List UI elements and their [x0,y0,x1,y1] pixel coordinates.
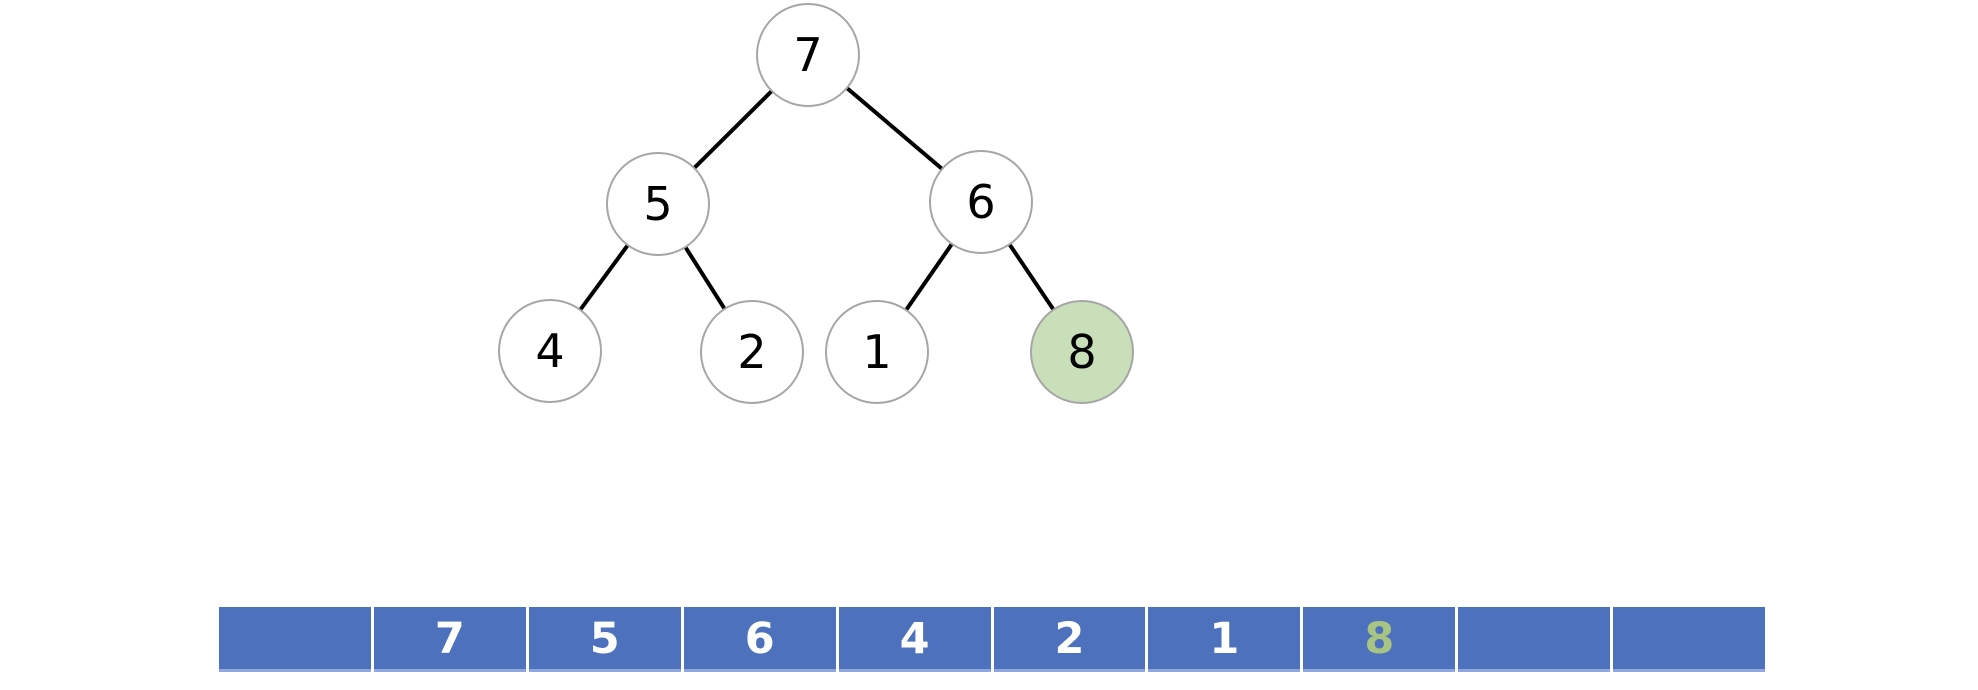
tree-node-circle [929,150,1033,254]
array-cell-4: 4 [838,607,991,672]
tree-node-circle-highlighted [1030,300,1134,404]
tree-node-circle [700,300,804,404]
array-cell-7: 7 [373,607,526,672]
tree-node-2: 2 [700,300,804,404]
tree-node-label: 1 [862,325,891,379]
tree-node-circle [606,152,710,256]
tree-node-label: 2 [737,325,766,379]
tree-node-5: 5 [606,152,710,256]
array-row: 7 5 6 4 2 1 8 [219,607,1766,672]
tree-node-label: 4 [535,324,564,378]
tree-node-label: 5 [643,177,672,231]
array-cell-1: 1 [1148,607,1301,672]
array-cell-8: 8 [1303,607,1456,672]
array-cell-value: 2 [1054,614,1085,664]
array-cell-2: 2 [993,607,1146,672]
tree-node-circle [498,299,602,403]
array-cell-empty [1613,607,1766,672]
tree-node-1: 1 [825,300,929,404]
array-cell-value: 7 [434,614,465,664]
array-cell-value: 5 [589,614,620,664]
array-cell-value: 8 [1364,614,1395,664]
array-cell-value: 6 [744,614,775,664]
tree-node-circle [825,300,929,404]
array-cell-value: 4 [899,614,930,664]
tree-node-label: 7 [793,28,822,82]
tree-node-circle [756,3,860,107]
tree-node-label: 8 [1067,325,1096,379]
array-cell-5: 5 [528,607,681,672]
tree-node-7: 7 [756,3,860,107]
tree-node-8: 8 [1030,300,1134,404]
tree-node-label: 6 [966,175,995,229]
tree-node-6: 6 [929,150,1033,254]
array-cell-6: 6 [683,607,836,672]
tree-node-4: 4 [498,299,602,403]
array-cell-value: 1 [1209,614,1240,664]
array-cell-empty [1458,607,1611,672]
array-cell-empty [219,607,371,672]
